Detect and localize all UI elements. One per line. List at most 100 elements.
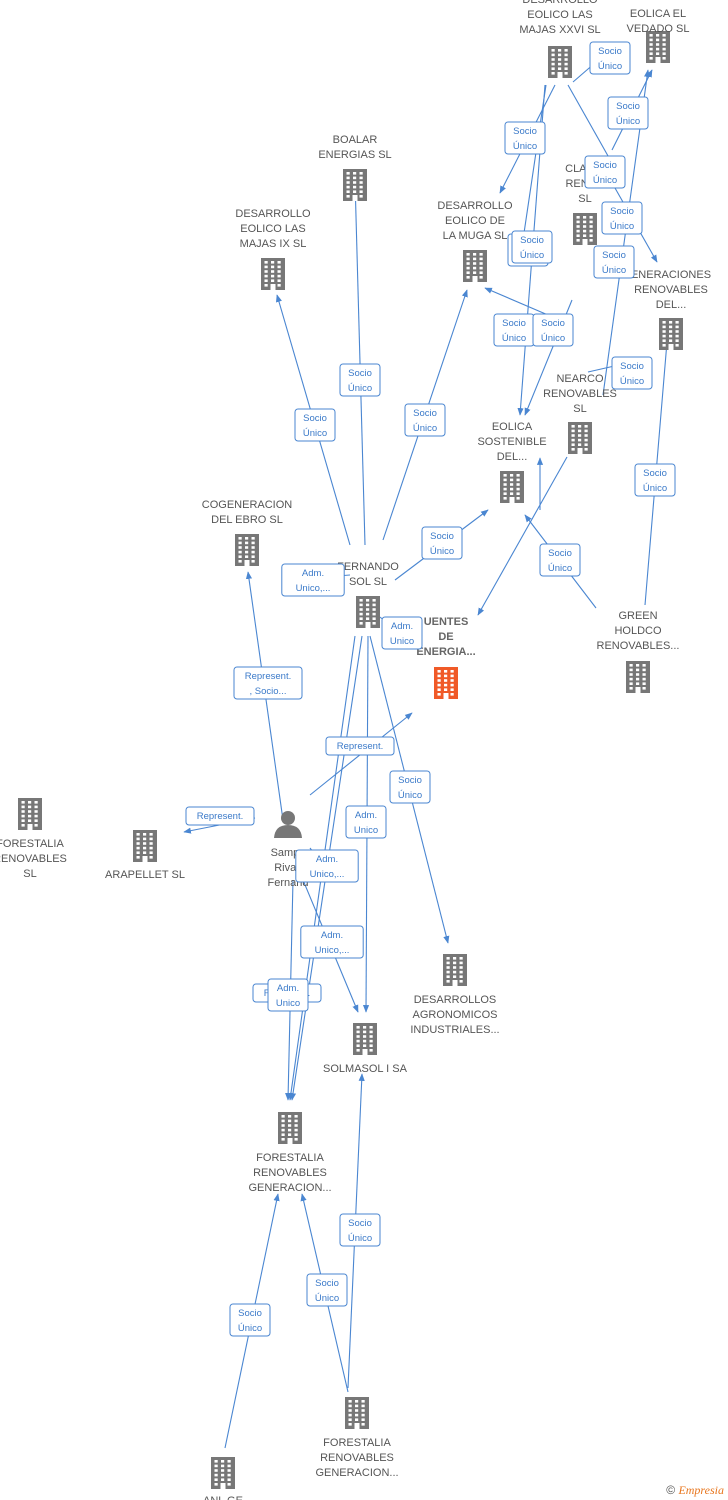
building-icon[interactable]: [548, 46, 572, 78]
node-green[interactable]: GREENHOLDCORENOVABLES...: [597, 610, 680, 693]
building-icon[interactable]: [500, 471, 524, 503]
node-arapellet[interactable]: ARAPELLET SL: [105, 830, 185, 881]
building-icon[interactable]: [443, 954, 467, 986]
node-generaciones[interactable]: ENERACIONESRENOVABLESDEL...: [631, 269, 711, 350]
building-icon[interactable]: [211, 1457, 235, 1489]
building-icon[interactable]: [18, 798, 42, 830]
building-icon[interactable]: [353, 1023, 377, 1055]
node-forestalia-gen2[interactable]: FORESTALIARENOVABLESGENERACION...: [315, 1397, 399, 1479]
focus-company-icon[interactable]: [434, 667, 458, 699]
building-icon[interactable]: [343, 169, 367, 201]
relationship-label-text: Único: [348, 383, 372, 394]
building-icon[interactable]: [235, 534, 259, 566]
relationship-label-text: Socio: [620, 361, 644, 372]
edge-labels-layer: SocioÚnicoSocioÚnicoSocioÚnicoSocioÚnico…: [185, 41, 676, 1337]
relationship-edge: [477, 456, 568, 616]
building-icon[interactable]: [278, 1112, 302, 1144]
building-icon[interactable]: [345, 1397, 369, 1429]
relationship-label-text: Socio: [520, 235, 544, 246]
node-label-line: DESARROLLO: [235, 208, 311, 220]
building-icon[interactable]: [133, 830, 157, 862]
relationship-label[interactable]: Adm.Unico: [345, 805, 387, 839]
relationship-label-text: Único: [238, 1323, 262, 1334]
relationship-label-text: Unico,...: [296, 583, 331, 594]
copyright-symbol: ©: [666, 1483, 676, 1497]
node-eolica-sostenible[interactable]: EOLICASOSTENIBLEDEL...: [477, 421, 547, 503]
node-fuentes[interactable]: UENTESDEENERGIA...: [416, 616, 476, 699]
relationship-label-text: Socio: [238, 1308, 262, 1319]
relationship-label-text: Único: [610, 221, 634, 232]
relationship-label-text: Socio: [315, 1278, 339, 1289]
relationship-label[interactable]: Represent.: [325, 736, 395, 756]
relationship-label-text: Único: [616, 116, 640, 127]
relationship-label-text: Socio: [502, 318, 526, 329]
relationship-label[interactable]: Represent.: [185, 806, 255, 826]
node-label-line: ARAPELLET SL: [105, 869, 185, 881]
node-label-line: SOSTENIBLE: [477, 436, 546, 448]
relationship-label-text: Unico,...: [315, 945, 350, 956]
node-label-line: RENOVABLES: [634, 284, 708, 296]
relationship-label-text: Socio: [610, 206, 634, 217]
building-icon[interactable]: [261, 258, 285, 290]
node-label-line: FORESTALIA: [0, 838, 64, 850]
relationship-label[interactable]: Adm.Unico,...: [300, 925, 364, 959]
relationship-label[interactable]: Adm.Unico: [381, 616, 423, 650]
building-icon[interactable]: [646, 31, 670, 63]
building-icon[interactable]: [626, 661, 650, 693]
building-icon[interactable]: [573, 213, 597, 245]
building-icon[interactable]: [463, 250, 487, 282]
node-forestalia-gen1[interactable]: FORESTALIARENOVABLESGENERACION...: [248, 1112, 332, 1194]
node-label-line: RENOVABLES: [320, 1452, 394, 1464]
relationship-label[interactable]: Represent., Socio...: [233, 666, 303, 700]
node-label-line: VEDADO SL: [627, 23, 690, 35]
relationship-label-text: Único: [520, 250, 544, 261]
relationship-label-text: Único: [620, 376, 644, 387]
relationship-edge: [567, 84, 613, 164]
relationship-label[interactable]: Adm.Unico,...: [281, 563, 345, 597]
relationship-label-text: Único: [430, 546, 454, 557]
node-label-line: EOLICO DE: [445, 215, 505, 227]
brand-logo[interactable]: Empresia: [678, 1483, 724, 1497]
node-bottom-left[interactable]: ANL GE: [203, 1457, 243, 1500]
relationship-label[interactable]: Adm.Unico: [267, 978, 309, 1012]
node-label-line: INDUSTRIALES...: [410, 1024, 499, 1036]
node-label-line: ANL GE: [203, 1495, 243, 1500]
node-agronomicos[interactable]: DESARROLLOSAGRONOMICOSINDUSTRIALES...: [410, 954, 500, 1036]
building-icon[interactable]: [356, 596, 380, 628]
node-label-line: UENTES: [424, 616, 469, 628]
node-solmasol[interactable]: SOLMASOL I SA: [323, 1023, 408, 1075]
relationship-label[interactable]: Adm.Unico,...: [295, 849, 359, 883]
building-icon[interactable]: [659, 318, 683, 350]
person-icon[interactable]: [274, 811, 302, 838]
building-icon[interactable]: [568, 422, 592, 454]
